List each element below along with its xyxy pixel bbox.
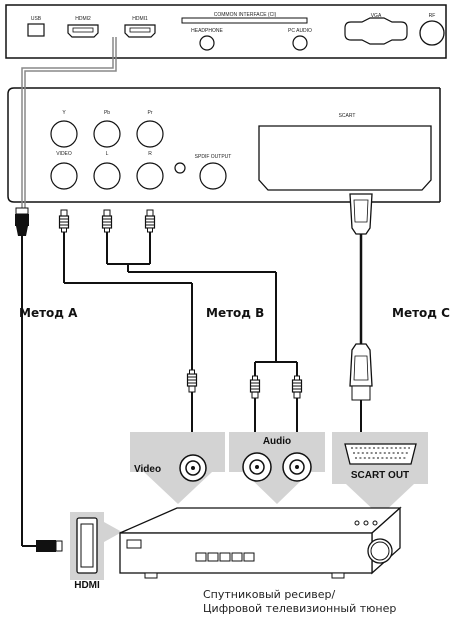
pb-jack	[93, 120, 121, 148]
l-jack	[93, 162, 121, 190]
av-connector-panel: Y Pb Pr VIDEO L R SPDIF OUTPUT SCART	[7, 87, 441, 203]
usb-label: USB	[31, 16, 42, 22]
scart-out-label: SCART OUT	[351, 470, 409, 481]
video-badge: Video	[130, 432, 225, 504]
r-jack	[136, 162, 164, 190]
video-badge-label: Video	[134, 464, 161, 475]
method-c-label: Метод C	[392, 306, 450, 320]
rf-label: RF	[429, 13, 436, 19]
pr-jack	[136, 120, 164, 148]
headphone-jack	[199, 35, 215, 51]
hdmi2-label: HDMI2	[75, 16, 91, 22]
top-connector-panel: USB HDMI2 HDMI1 COMMON INTERFACE (CI) HE…	[5, 4, 447, 59]
rf-jack	[419, 20, 445, 46]
hdmi-badge: HDMI	[70, 512, 122, 591]
headphone-label: HEADPHONE	[191, 28, 223, 34]
video-jack	[50, 162, 78, 190]
hdmi-badge-label: HDMI	[74, 580, 100, 591]
video-label: VIDEO	[56, 151, 72, 157]
pr-label: Pr	[148, 110, 153, 116]
spdif-jack	[199, 162, 227, 190]
pc-audio-jack	[292, 35, 308, 51]
hdmi-cable	[15, 37, 117, 552]
rca-cables	[58, 209, 303, 458]
y-jack	[50, 120, 78, 148]
spdif-label: SPDIF OUTPUT	[195, 154, 232, 160]
l-label: L	[106, 151, 109, 157]
hdmi1-label: HDMI1	[132, 16, 148, 22]
ci-slot	[181, 17, 308, 24]
scart-label: SCART	[339, 113, 356, 119]
caption-line-2: Цифровой телевизионный тюнер	[203, 602, 396, 615]
vga-port	[344, 17, 408, 45]
indicator-dot	[174, 162, 186, 174]
vga-label: VGA	[371, 13, 382, 19]
r-label: R	[148, 151, 152, 157]
scart-port	[258, 125, 432, 191]
scart-cable	[349, 193, 373, 442]
method-b-label: Метод B	[206, 306, 264, 320]
pb-label: Pb	[104, 110, 110, 116]
satellite-receiver	[119, 506, 402, 579]
usb-port	[27, 23, 45, 37]
ci-label: COMMON INTERFACE (CI)	[214, 12, 277, 18]
pc-audio-label: PC AUDIO	[288, 28, 312, 34]
method-a-label: Метод A	[19, 306, 78, 320]
audio-badge-label: Audio	[263, 436, 291, 447]
y-label: Y	[62, 110, 66, 116]
scart-out-badge: SCART OUT	[332, 432, 428, 516]
audio-badge: Audio	[229, 432, 325, 504]
caption-line-1: Спутниковый ресивер/	[203, 588, 335, 601]
